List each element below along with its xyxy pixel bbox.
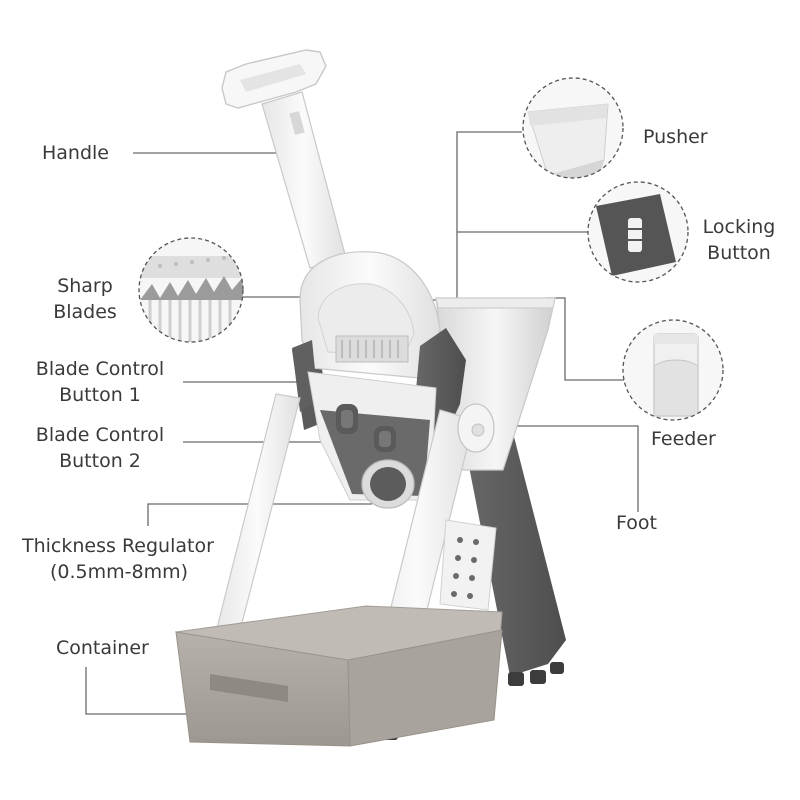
leader-container (85, 667, 200, 715)
rail-body (439, 519, 497, 611)
label-locking-button-line-1: Locking (702, 216, 776, 238)
label-container: Container (56, 635, 149, 661)
label-handle: Handle (42, 140, 109, 166)
container-box (174, 605, 503, 747)
label-locking-button-line-2: Button (707, 242, 771, 264)
label-feeder: Feeder (651, 426, 716, 452)
label-handle-line-1: Handle (42, 142, 110, 164)
handle-slot (289, 111, 305, 135)
label-sharp-blades-line-1: Sharp (57, 275, 113, 297)
label-thickness-regulator-line-2: (0.5mm-8mm) (50, 561, 189, 583)
foot-pad-3 (550, 662, 564, 674)
label-pusher: Pusher (643, 124, 708, 150)
label-pusher-line-1: Pusher (643, 126, 708, 148)
leader-feeder (546, 297, 624, 381)
blade-control-button-2 (374, 426, 396, 452)
label-locking-button: Locking Button (694, 214, 784, 266)
leader-foot (488, 425, 639, 512)
label-thickness-regulator: Thickness Regulator (0.5mm-8mm) (22, 533, 214, 585)
blade-control-button-1 (336, 404, 358, 434)
label-sharp-blades: Sharp Blades (50, 273, 120, 325)
thickness-regulator-dial (361, 459, 415, 509)
label-thickness-regulator-line-1: Thickness Regulator (22, 535, 214, 557)
label-blade-control-1: Blade Control Button 1 (30, 356, 170, 408)
label-foot: Foot (616, 510, 657, 536)
label-foot-line-1: Foot (616, 512, 657, 534)
label-blade-control-2: Blade Control Button 2 (30, 422, 170, 474)
blade-window-teeth (341, 340, 399, 358)
label-feeder-line-1: Feeder (651, 428, 716, 450)
leader-pusher (428, 131, 522, 301)
controls (336, 403, 495, 509)
container-handle-slot (210, 674, 288, 702)
label-blade-control-2-line-2: Button 2 (59, 450, 141, 472)
leader-thickness-regulator (147, 503, 372, 526)
handle-grip-texture (240, 64, 306, 92)
rail (439, 519, 497, 611)
container-side (347, 629, 503, 747)
handle-stick (261, 91, 347, 269)
label-container-line-1: Container (56, 637, 149, 659)
feeder-rim (435, 297, 556, 309)
inset-sharp-blades (138, 237, 244, 343)
label-sharp-blades-line-2: Blades (53, 301, 117, 323)
label-blade-control-1-line-2: Button 1 (59, 384, 141, 406)
foot-pad-2 (530, 670, 546, 684)
inset-feeder (622, 319, 724, 421)
inset-pusher (522, 77, 624, 179)
foot-pivot (457, 403, 495, 453)
label-blade-control-1-line-1: Blade Control (35, 358, 165, 380)
label-blade-control-2-line-1: Blade Control (35, 424, 165, 446)
front-leg-left (213, 393, 301, 647)
foot-pad-1 (508, 672, 524, 686)
blade-window (335, 335, 409, 363)
inset-locking-button (587, 181, 689, 283)
handle-assembly (221, 49, 347, 269)
